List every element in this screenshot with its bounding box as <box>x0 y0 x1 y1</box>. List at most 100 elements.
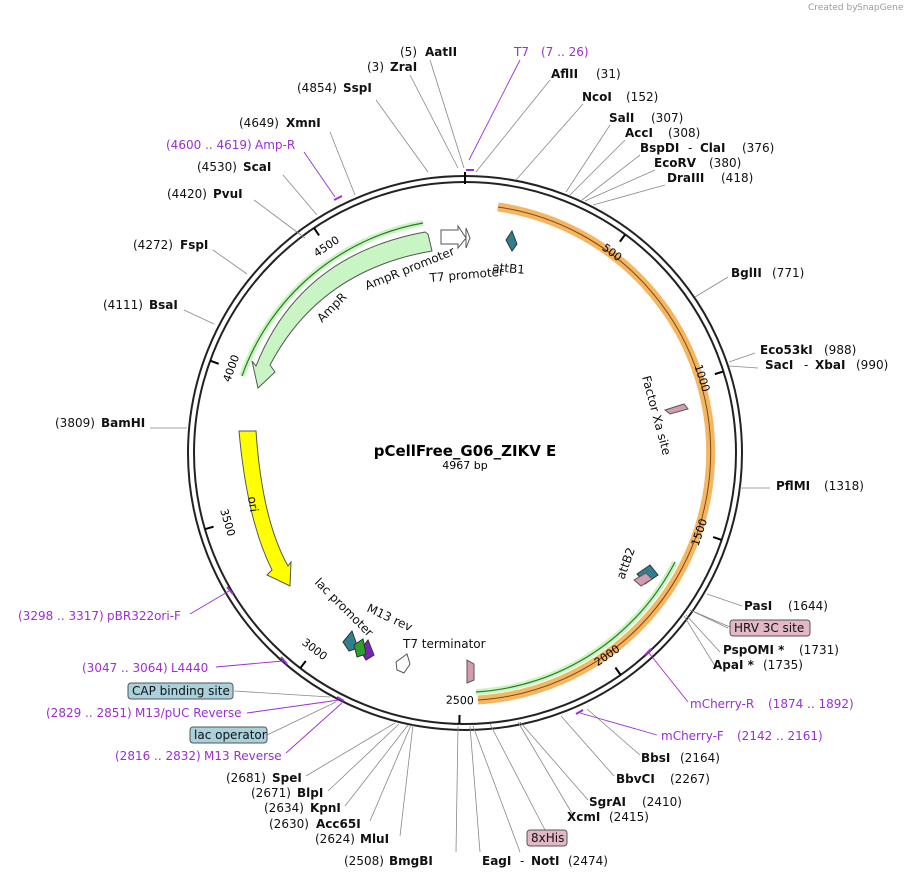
lac-operator-marker <box>353 638 367 658</box>
plasmid-length: 4967 bp <box>442 459 487 472</box>
feature-lac-promoter-label: lac promoter <box>312 575 376 639</box>
enzyme-pos: (4420) <box>167 187 207 201</box>
box-leaders <box>233 609 731 831</box>
cds-arc-outline <box>477 206 712 701</box>
enzyme-name: NcoI <box>582 90 612 104</box>
enzyme-name: XcmI <box>567 810 600 824</box>
primer-labels: T7 (7 .. 26) (4600 .. 4619) Amp-R (3298 … <box>18 45 854 763</box>
primer-name: Amp-R <box>255 138 295 152</box>
cap-binding-site-box <box>127 682 234 700</box>
primer-marks <box>226 169 652 715</box>
primer-range: (3298 .. 3317) <box>18 609 104 623</box>
enzyme-name: PvuI <box>213 187 243 201</box>
ring-tick-mark <box>614 666 622 676</box>
enzyme-labels: (5) AatII (3) ZraI (4854) SspI (4649) Xm… <box>55 45 888 868</box>
primer-name: L4440 <box>171 661 208 675</box>
enzyme-name: FspI <box>180 238 208 252</box>
t7-promoter-tip <box>465 227 471 249</box>
enzyme-pos: (3809) <box>55 416 95 430</box>
enzyme-pos: (308) <box>668 126 700 140</box>
enzyme-name: BlpI <box>297 786 323 800</box>
enzyme-pos: (5) <box>400 45 417 59</box>
ring-tick-mark <box>619 233 627 243</box>
enzyme-pos: (2164) <box>680 751 720 765</box>
ring-tick-mark <box>209 359 220 365</box>
enzyme-pos: (990) <box>856 358 888 372</box>
enzyme-pos: (31) <box>596 67 621 81</box>
enzyme-pos: (1735) <box>763 658 803 672</box>
enzyme-pos: (2671) <box>251 786 291 800</box>
primer-range: (2142 .. 2161) <box>737 729 823 743</box>
primer-name: mCherry-F <box>661 729 724 743</box>
plasmid-name: pCellFree_G06_ZIKV E <box>374 442 557 460</box>
enzyme-alt-name: XbaI <box>815 358 845 372</box>
his-tag-marker <box>466 659 475 684</box>
enzyme-pos: (3) <box>367 60 384 74</box>
enzyme-name: Acc65I <box>316 817 361 831</box>
enzyme-name: BsaI <box>149 298 178 312</box>
enzyme-sep: - <box>804 358 808 372</box>
enzyme-name: BbvCI <box>616 772 655 786</box>
enzyme-name: PasI <box>744 599 772 613</box>
enzyme-name: EcoRV <box>654 156 697 170</box>
hrv-3c-site-box <box>729 619 811 637</box>
attb2-pink-marker <box>633 572 653 587</box>
enzyme-name: ApaI * <box>713 658 755 672</box>
primer-range: (1874 .. 1892) <box>768 697 854 711</box>
enzyme-pos: (1318) <box>824 479 864 493</box>
enzyme-name: AflII <box>551 67 578 81</box>
created-by-text: Created by <box>808 3 858 13</box>
enzyme-pos: (2681) <box>226 771 266 785</box>
hrv-3c-site-label: HRV 3C site <box>734 621 804 635</box>
primer-range: (7 .. 26) <box>541 45 589 59</box>
enzyme-pos: (771) <box>772 266 804 280</box>
enzyme-name: DraIII <box>667 171 704 185</box>
primer-name: M13/pUC Reverse <box>135 706 242 720</box>
primer-name: pBR322ori-F <box>107 609 181 623</box>
attb1-marker <box>505 229 518 252</box>
primer-range: (2816 .. 2832) <box>115 749 201 763</box>
primer-name: mCherry-R <box>690 697 754 711</box>
enzyme-pos: (376) <box>742 141 774 155</box>
his-tag-label: 8xHis <box>531 831 564 845</box>
enzyme-pos: (2415) <box>609 810 649 824</box>
enzyme-name: PspOMI * <box>723 643 785 657</box>
ring-tick-mark <box>299 660 307 669</box>
enzyme-name: ZraI <box>390 60 417 74</box>
enzyme-pos: (4530) <box>197 160 237 174</box>
enzyme-name: BspDI <box>640 141 679 155</box>
enzyme-pos: (1644) <box>788 599 828 613</box>
enzyme-name: ScaI <box>243 160 271 174</box>
feature-attb2-label: attB2 <box>614 546 638 581</box>
enzyme-name: AccI <box>625 126 653 140</box>
enzyme-pos: (2474) <box>568 854 608 868</box>
enzyme-name: SalI <box>609 111 634 125</box>
enzyme-pos: (1731) <box>799 643 839 657</box>
enzyme-pos: (2634) <box>264 801 304 815</box>
primer-range: (4600 .. 4619) <box>166 138 252 152</box>
enzyme-pos: (2410) <box>642 795 682 809</box>
primer-leaders <box>189 59 689 754</box>
feature-factor-xa-label: Factor Xa site <box>639 374 674 456</box>
feature-ori-label: ori <box>245 495 261 512</box>
his-tag-box <box>526 829 568 847</box>
enzyme-name: BbsI <box>641 751 670 765</box>
t7-terminator-arrow <box>395 653 411 674</box>
lac-operator-label: lac operator <box>194 728 267 742</box>
enzyme-name: AatII <box>425 45 457 59</box>
enzyme-pos: (4854) <box>297 81 337 95</box>
cap-binding-site-label: CAP binding site <box>132 684 230 698</box>
enzyme-pos: (152) <box>626 90 658 104</box>
enzyme-name: SpeI <box>272 771 302 785</box>
enzyme-name: XmnI <box>286 116 321 130</box>
ring-tick-label: 1500 <box>689 517 710 548</box>
ring-tick-label: 2500 <box>446 694 474 708</box>
enzyme-pos: (380) <box>709 156 741 170</box>
feature-t7-promoter-label: T7 promoter <box>428 265 504 286</box>
attb2-region-arc-outline <box>475 561 676 693</box>
enzyme-name: Eco53kI <box>760 343 813 357</box>
enzyme-pos: (4272) <box>133 238 173 252</box>
enzyme-pos: (2624) <box>315 832 355 846</box>
enzyme-pos: (4111) <box>103 298 143 312</box>
